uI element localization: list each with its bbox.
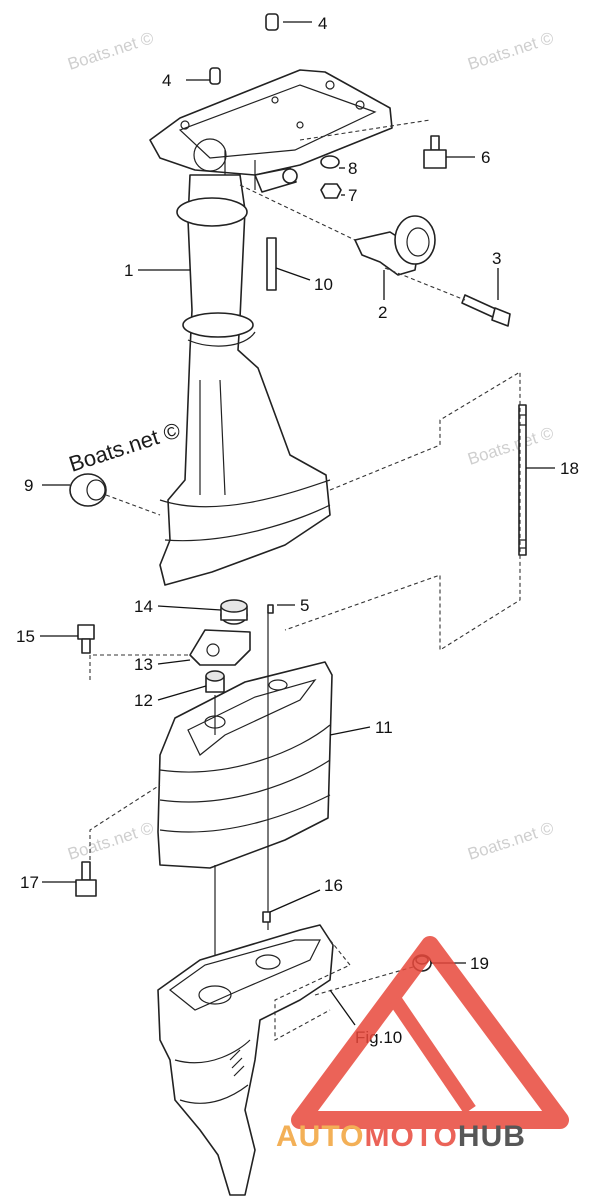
stud-part-18 xyxy=(518,404,527,556)
bolt-part-6 xyxy=(423,135,447,169)
callout-9: 9 xyxy=(24,476,33,495)
assembly-line xyxy=(89,654,190,680)
grommet-part-9 xyxy=(69,473,107,507)
upper-mount-bracket xyxy=(149,69,393,193)
gearcase-lower-unit xyxy=(157,924,334,1196)
assembly-line xyxy=(284,371,521,651)
driveshaft-housing-part-1 xyxy=(159,174,331,586)
callout-4: 4 xyxy=(162,71,171,90)
bolt-part-15 xyxy=(77,624,95,654)
lower-casing-part-11 xyxy=(157,661,333,869)
bolt-part-17 xyxy=(75,861,97,897)
watermark: Boats.net © xyxy=(465,423,556,469)
callout-12: 12 xyxy=(134,691,153,710)
callout-10: 10 xyxy=(314,275,333,294)
logo-triangle xyxy=(291,936,569,1129)
callout-13: 13 xyxy=(134,655,153,674)
watermark-large: Boats.net © xyxy=(66,417,183,476)
logo-triangle-inner xyxy=(389,996,476,1114)
callout-6: 6 xyxy=(481,148,490,167)
callout-18: 18 xyxy=(560,459,579,478)
nut-part-7 xyxy=(320,183,342,199)
assembly-line xyxy=(299,119,431,141)
callout-8: 8 xyxy=(348,159,357,178)
collar-part-14 xyxy=(220,599,248,625)
bushing-part-12 xyxy=(205,670,225,693)
callout-2: 2 xyxy=(378,303,387,322)
plate-part-13 xyxy=(189,629,251,666)
callout-7: 7 xyxy=(348,186,357,205)
callout-15: 15 xyxy=(16,627,35,646)
clamp-lever-part-2 xyxy=(354,215,436,276)
callout-17: 17 xyxy=(20,873,39,892)
pin-part-16 xyxy=(262,911,271,923)
callout-5: 5 xyxy=(300,596,309,615)
assembly-line xyxy=(89,784,161,860)
callout-14: 14 xyxy=(134,597,153,616)
rod-part-10 xyxy=(266,237,277,291)
watermark: Boats.net © xyxy=(65,28,156,74)
washer-part-8 xyxy=(320,155,340,169)
callout-3: 3 xyxy=(492,249,501,268)
pin-part-4 xyxy=(209,67,221,85)
watermark: Boats.net © xyxy=(465,818,556,864)
callout-19: 19 xyxy=(470,954,489,973)
watermark: Boats.net © xyxy=(465,28,556,74)
callout-11: 11 xyxy=(375,718,393,737)
bolt-part-3 xyxy=(461,294,511,327)
assembly-line xyxy=(274,939,351,1041)
plate-hole xyxy=(206,643,220,657)
watermark: Boats.net © xyxy=(65,818,156,864)
callout-16: 16 xyxy=(324,876,343,895)
pin-part-4-top xyxy=(265,13,279,31)
automotohub-logo: AUTOMOTOHUB xyxy=(276,936,569,1153)
assembly-line xyxy=(239,184,356,241)
callout-1: 1 xyxy=(124,261,133,280)
assembly-line xyxy=(384,267,466,301)
pin-part-5 xyxy=(267,604,274,614)
logo-wordmark: AUTOMOTOHUB xyxy=(276,1120,526,1153)
assembly-line xyxy=(105,494,161,516)
callout-4-top: 4 xyxy=(318,14,327,33)
